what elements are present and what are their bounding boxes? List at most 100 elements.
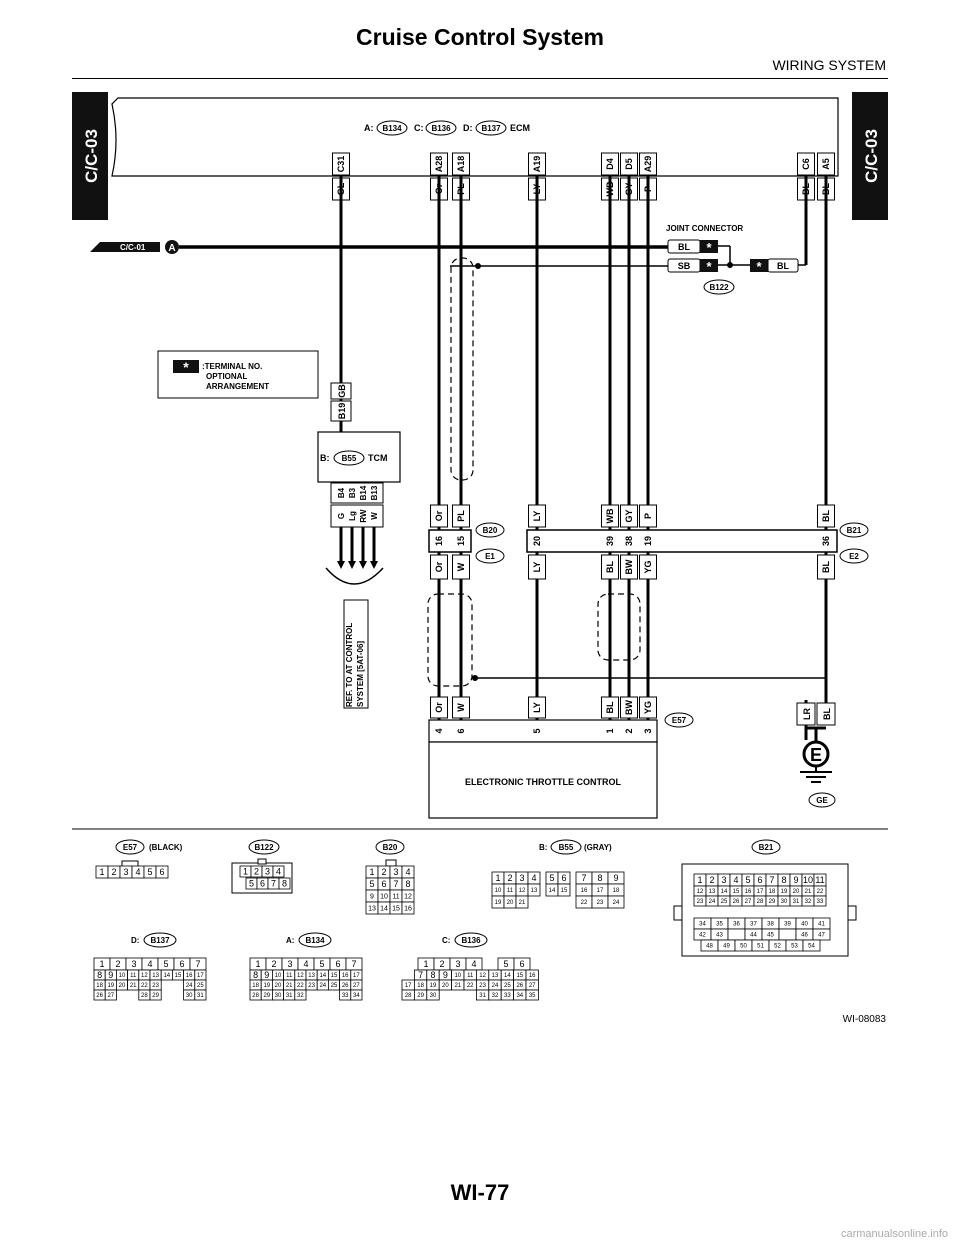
- pin-number: 1: [255, 959, 260, 969]
- joint-connector-id: B122: [709, 283, 729, 292]
- pin-number: 2: [507, 873, 512, 883]
- pin-number: 19: [107, 983, 114, 989]
- pin-number: 16: [186, 973, 193, 979]
- pin-number: 14: [319, 973, 326, 979]
- pin-number: 2: [111, 867, 116, 877]
- joint-star-3: *: [756, 259, 762, 274]
- pin-number: 20: [793, 889, 800, 895]
- pin-number: 52: [774, 944, 781, 950]
- pin-number: 48: [706, 944, 713, 950]
- pin-number: 22: [297, 983, 304, 989]
- b21-bottom-color: BW: [624, 559, 634, 574]
- pin-number: 24: [492, 983, 499, 989]
- pin-number: 26: [342, 983, 349, 989]
- pin-number: 11: [467, 973, 474, 979]
- pin-number: 23: [308, 983, 315, 989]
- pin-number: 45: [767, 933, 774, 939]
- pin-number: 32: [297, 993, 304, 999]
- shield-lower-right: [597, 593, 641, 661]
- view-b136-prefix: C:: [442, 936, 450, 945]
- tcm-bottom-color: G: [337, 513, 346, 519]
- b21-top-color: LY: [532, 511, 542, 522]
- terminal-legend: * :TERMINAL NO. OPTIONAL ARRANGEMENT: [157, 350, 319, 399]
- pin-number: 31: [197, 993, 204, 999]
- connector-views: E57 (BLACK) B122 B20 B: B55 (GRAY) B21 D…: [115, 839, 781, 948]
- pin-number: 6: [757, 875, 762, 885]
- b20-pin: 16: [434, 536, 444, 546]
- b21-top-color: P: [643, 513, 653, 519]
- tcm-connector: B55: [342, 454, 357, 463]
- pin-number: 8: [405, 879, 410, 889]
- page-title: Cruise Control System: [356, 24, 604, 50]
- throttle-control-name: ELECTRONIC THROTTLE CONTROL: [465, 777, 621, 787]
- legend-line-1: :TERMINAL NO.: [202, 362, 262, 371]
- view-b21-id: B21: [759, 843, 774, 852]
- legend-star: *: [183, 359, 189, 375]
- ecm-c-prefix: C:: [414, 123, 424, 133]
- b21-labels: B21 E2: [839, 522, 869, 564]
- ecm-pin: D5: [624, 158, 634, 170]
- view-b137-id: B137: [150, 936, 170, 945]
- ground-symbol: E: [810, 745, 822, 765]
- e57-connector-id: E57: [672, 716, 687, 725]
- pin-number: 4: [531, 873, 536, 883]
- ecm-pin: A19: [532, 156, 542, 173]
- pin-number: 2: [254, 867, 259, 877]
- pin-number: 1: [697, 875, 702, 885]
- pin-number: 34: [516, 993, 523, 999]
- pin-number: 14: [721, 889, 728, 895]
- pin-number: 4: [135, 867, 140, 877]
- pin-number: 44: [750, 933, 757, 939]
- view-b137-prefix: D:: [131, 936, 139, 945]
- b21-badge: [839, 522, 869, 538]
- pin-number: 34: [699, 922, 706, 928]
- pin-number: 4: [471, 959, 476, 969]
- ecm-c-badge: [425, 120, 457, 136]
- pin-number: 12: [297, 973, 304, 979]
- shield-lower-left: [427, 593, 473, 687]
- pin-number: 30: [186, 993, 193, 999]
- pin-number: 5: [163, 959, 168, 969]
- header-rule: [72, 78, 888, 79]
- pin-number: 50: [740, 944, 747, 950]
- b20-bottom-color: W: [456, 562, 466, 571]
- pin-number: 6: [159, 867, 164, 877]
- tcm-wire-bundle-arc: [325, 567, 384, 585]
- b21-pin: 38: [624, 536, 634, 546]
- b20-badge: [475, 522, 505, 538]
- view-e57: E57 (BLACK): [115, 839, 183, 855]
- pin-number: 10: [495, 888, 502, 894]
- pin-number: 19: [430, 983, 437, 989]
- pin-number: 1: [423, 959, 428, 969]
- b21-pin: 19: [643, 536, 653, 546]
- tcm-name: TCM: [368, 453, 388, 463]
- pin-number: 15: [175, 973, 182, 979]
- pin-number: 7: [769, 875, 774, 885]
- e57-wire-color: LY: [532, 702, 542, 713]
- legend-line-2: OPTIONAL: [206, 372, 247, 381]
- pin-number: 13: [709, 889, 716, 895]
- pin-number: 32: [805, 899, 812, 905]
- pin-number: 6: [561, 873, 566, 883]
- b21-connector-id: B21: [847, 526, 862, 535]
- ecm-pin: A29: [643, 156, 653, 173]
- e57-wire-color: YG: [643, 701, 653, 714]
- ecm-d-connector: B137: [481, 124, 501, 133]
- pin-number: 19: [781, 889, 788, 895]
- pin-number: 11: [130, 973, 137, 979]
- b21-pin: 36: [821, 536, 831, 546]
- view-b134-id: B134: [305, 936, 325, 945]
- pin-number: 16: [529, 973, 536, 979]
- e57-pin: 1: [605, 728, 615, 733]
- pin-number: 35: [529, 993, 536, 999]
- view-b136: C: B136: [442, 932, 488, 948]
- pin-number: 26: [516, 983, 523, 989]
- pin-number: 6: [179, 959, 184, 969]
- pin-number: 17: [597, 888, 604, 894]
- cc01-marker: A: [168, 243, 175, 254]
- pin-number: 1: [99, 959, 104, 969]
- pin-number: 13: [492, 973, 499, 979]
- tcm-block: GB B19 B: B55 TCM: [317, 382, 401, 483]
